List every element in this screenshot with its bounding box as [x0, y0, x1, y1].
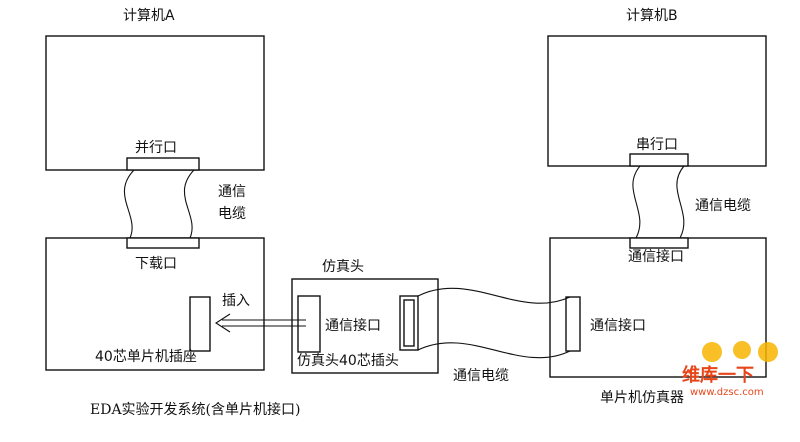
emulator-top-connector [629, 237, 689, 249]
watermark-url: www.dzsc.com [690, 387, 764, 398]
head-comm-connector [399, 295, 419, 351]
emulator-top-port-label: 通信接口 [628, 248, 684, 265]
computer-b-title: 计算机B [626, 8, 678, 24]
cable-b-right-wire [676, 165, 685, 239]
watermark-mascot-icon-3 [758, 342, 778, 362]
parallel-port-label: 并行口 [135, 140, 177, 156]
emulator-inner-port-label: 通信接口 [590, 317, 646, 334]
socket-label: 40芯单片机插座 [95, 349, 197, 365]
long-cable-label: 通信电缆 [453, 368, 509, 384]
computer-a-title: 计算机A [123, 8, 175, 24]
cable-a-label-2: 电缆 [218, 206, 246, 222]
emulator-head-port-label: 通信接口 [325, 317, 381, 334]
parallel-port-connector [126, 157, 200, 171]
watermark-brand: 维库一下 [682, 364, 754, 386]
insert-arrow-head [214, 313, 231, 333]
long-cable-top-wire [417, 287, 571, 304]
emulator-comm-connector [565, 296, 581, 352]
diagram-caption: EDA实验开发系统(含单片机接口) [90, 401, 300, 418]
insert-label: 插入 [222, 293, 250, 309]
cable-b-label: 通信电缆 [695, 198, 751, 214]
cable-a-right-wire [183, 169, 195, 239]
watermark-mascot-icon [702, 342, 722, 362]
emulator-head-box [291, 278, 439, 374]
cable-a-label-1: 通信 [218, 184, 246, 200]
cable-b-left-wire [632, 165, 641, 239]
serial-port-label: 串行口 [636, 137, 678, 153]
download-port-label: 下载口 [135, 256, 177, 272]
emulator-title: 单片机仿真器 [600, 390, 684, 406]
watermark-logo: 维库一下 www.dzsc.com [682, 341, 778, 398]
serial-port-connector [629, 153, 689, 167]
watermark-mascot-icon-2 [733, 341, 751, 359]
download-port-connector [126, 237, 200, 249]
long-cable-bottom-wire [417, 342, 571, 359]
head-comm-connector-inner [403, 299, 415, 347]
cable-a-left-wire [123, 169, 135, 239]
emulator-head-title: 仿真头 [322, 259, 364, 275]
plug-40pin [297, 295, 321, 353]
plug-label: 仿真头40芯插头 [297, 353, 399, 369]
socket-40pin [189, 296, 211, 352]
